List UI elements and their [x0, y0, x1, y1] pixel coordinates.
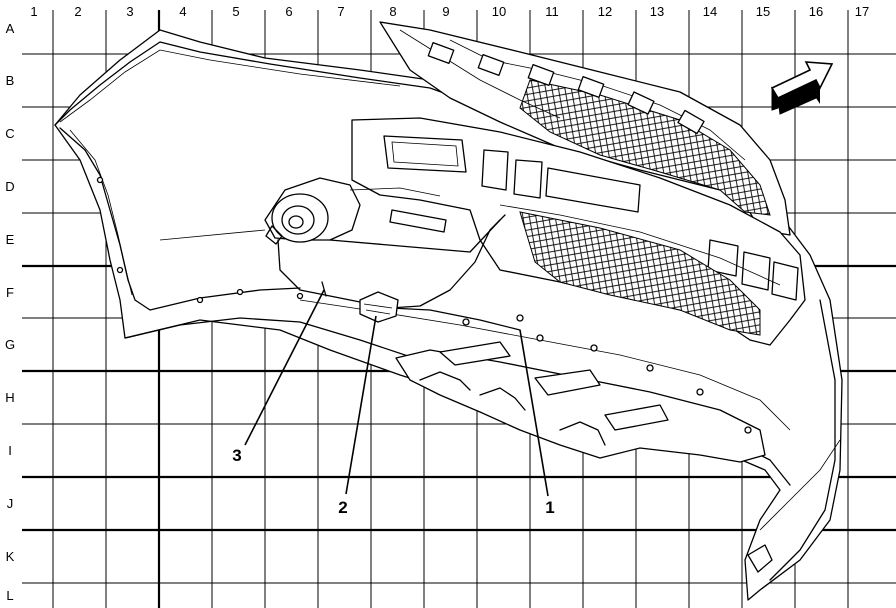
upper-grille	[379, 21, 791, 236]
column-label: 16	[809, 4, 823, 19]
leader-line-2	[345, 315, 377, 495]
column-label: 13	[650, 4, 664, 19]
center-frame	[351, 117, 806, 346]
column-label: 6	[285, 4, 292, 19]
column-label: 17	[855, 4, 869, 19]
column-label: 2	[74, 4, 81, 19]
column-label: 11	[545, 4, 559, 19]
column-label: 12	[598, 4, 612, 19]
grid-column-labels: 1 2 3 4 5 6 7 8 9 10 11 12 13 14 15 16 1…	[30, 4, 869, 19]
grid-row-labels: A B C D E F G H I J K L	[5, 21, 15, 603]
callout-leaders	[244, 289, 549, 497]
row-label: B	[6, 73, 15, 88]
callout-3: 3	[232, 446, 241, 465]
column-label: 14	[703, 4, 717, 19]
column-label: 9	[442, 4, 449, 19]
column-label: 4	[179, 4, 186, 19]
row-label: H	[5, 390, 14, 405]
right-corner	[747, 299, 841, 581]
row-label: K	[6, 549, 15, 564]
column-label: 5	[232, 4, 239, 19]
retainer-clips	[96, 176, 752, 434]
row-label: I	[8, 443, 12, 458]
row-label: F	[6, 285, 14, 300]
row-label: A	[6, 21, 15, 36]
fog-lamp	[159, 177, 441, 245]
column-label: 3	[126, 4, 133, 19]
row-label: C	[5, 126, 14, 141]
lower-air-deflector	[395, 341, 766, 463]
column-label: 1	[30, 4, 37, 19]
leader-line-1	[519, 329, 549, 497]
row-label: L	[6, 588, 13, 603]
row-label: J	[7, 496, 14, 511]
callout-2: 2	[338, 498, 347, 517]
column-label: 7	[337, 4, 344, 19]
harness-connector	[359, 291, 399, 323]
arrow-icon	[770, 61, 834, 115]
row-label: G	[5, 337, 15, 352]
callout-1: 1	[545, 498, 554, 517]
row-label: E	[6, 232, 15, 247]
row-label: D	[5, 179, 14, 194]
column-label: 15	[756, 4, 770, 19]
column-label: 8	[389, 4, 396, 19]
leader-line-3	[244, 289, 325, 446]
column-label: 10	[492, 4, 506, 19]
